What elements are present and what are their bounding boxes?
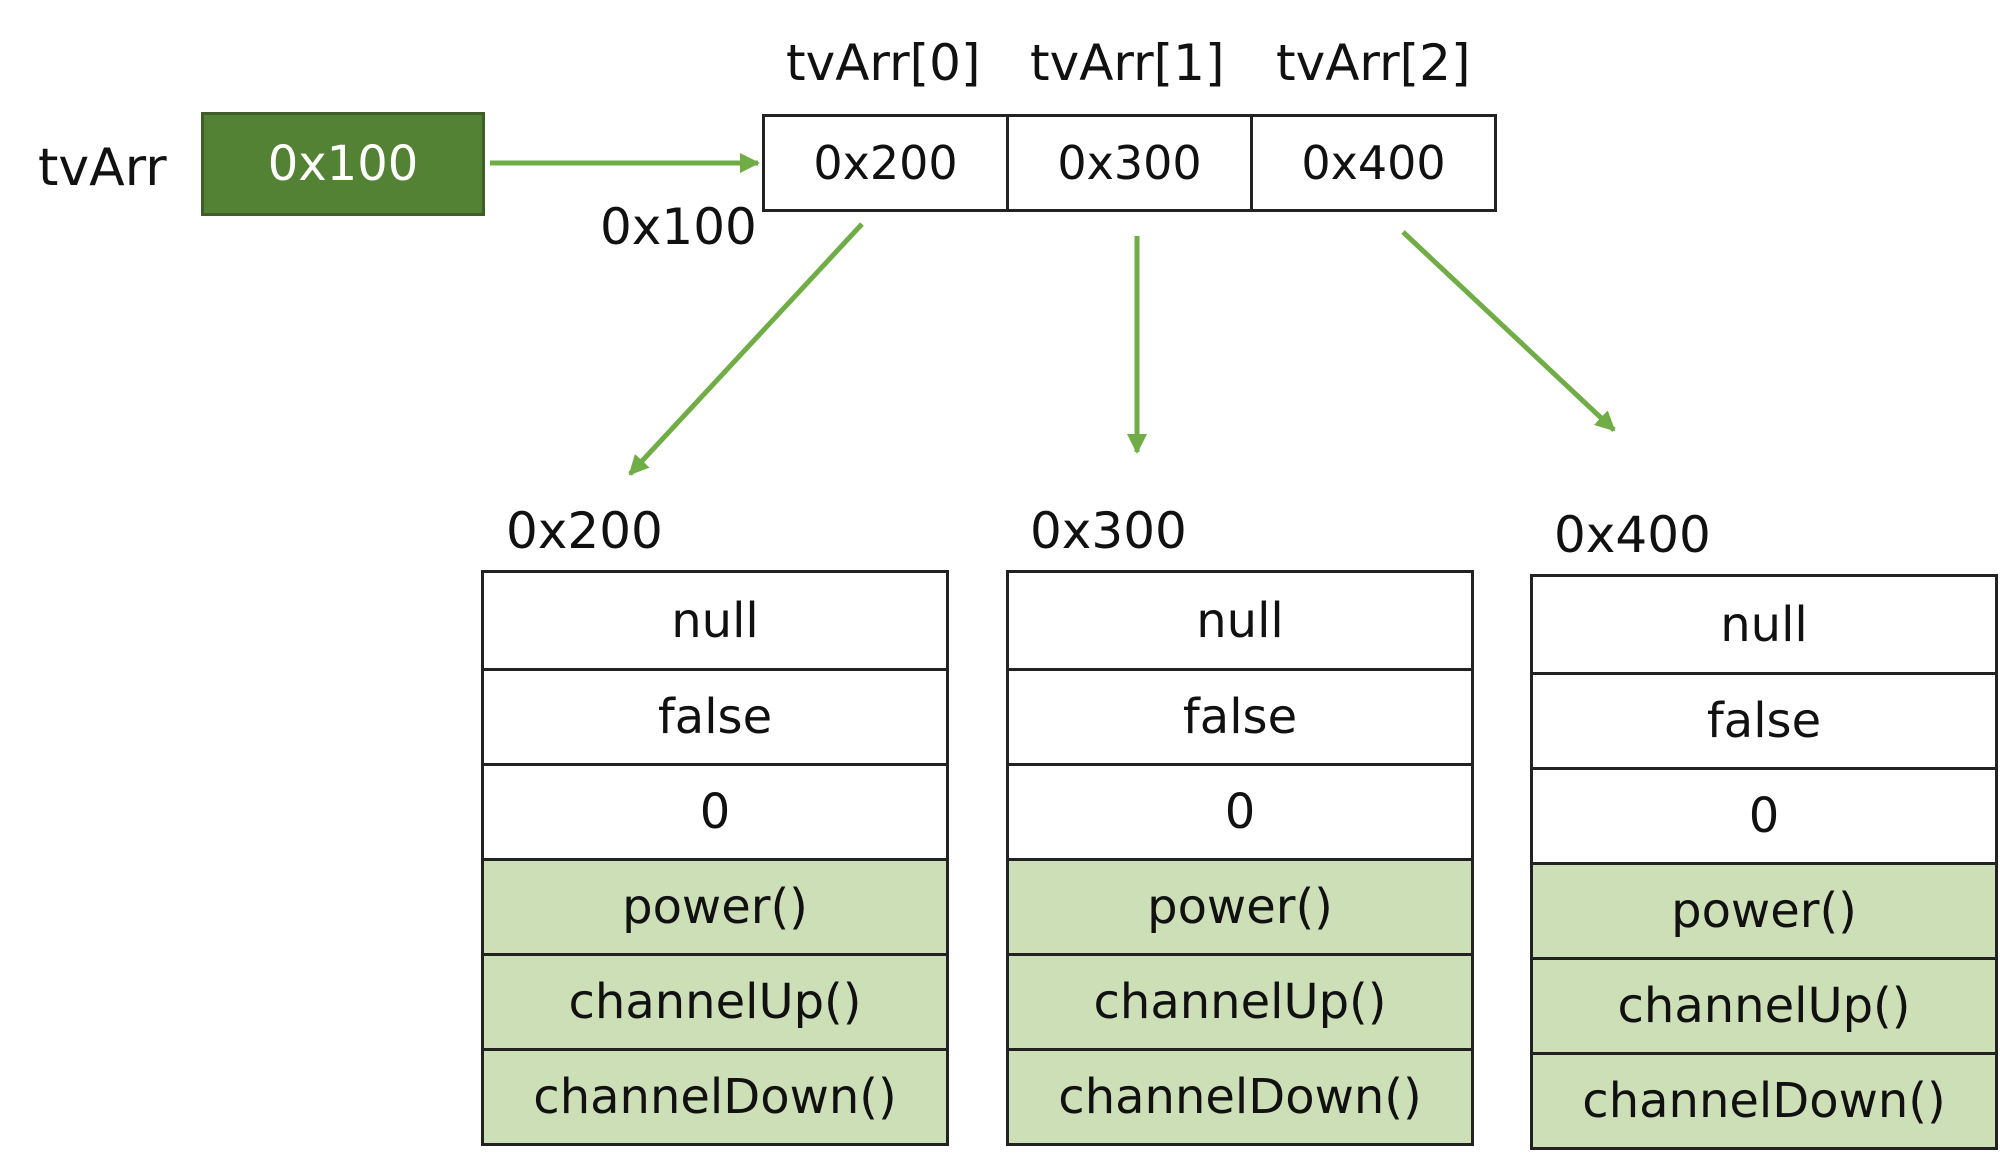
field-cell: 0 <box>484 763 946 858</box>
object-address: 0x200 <box>506 502 663 560</box>
reference-variable-box: 0x100 <box>201 112 485 216</box>
array-slot: 0x200 <box>813 136 958 190</box>
field-cell: null <box>1533 577 1995 672</box>
method-cell: channelUp() <box>1009 953 1471 1048</box>
method-cell: channelDown() <box>1533 1052 1995 1147</box>
field-cell: false <box>1533 672 1995 767</box>
reference-array: 0x200 0x300 0x400 <box>762 114 1497 212</box>
method-cell: channelDown() <box>484 1048 946 1143</box>
array-index-label: tvArr[1] <box>1030 34 1225 92</box>
variable-name: tvArr <box>38 138 167 198</box>
field-cell: false <box>1009 668 1471 763</box>
arrow-slot2-to-object <box>1401 230 1616 432</box>
reference-value: 0x100 <box>267 136 419 192</box>
field-cell: false <box>484 668 946 763</box>
array-index-label: tvArr[0] <box>786 34 981 92</box>
array-slot: 0x400 <box>1250 117 1494 209</box>
method-cell: power() <box>1009 858 1471 953</box>
method-cell: channelDown() <box>1009 1048 1471 1143</box>
tv-object: null false 0 power() channelUp() channel… <box>481 570 949 1146</box>
array-address: 0x100 <box>600 198 757 256</box>
method-cell: power() <box>484 858 946 953</box>
object-address: 0x300 <box>1030 502 1187 560</box>
method-cell: power() <box>1533 862 1995 957</box>
field-cell: null <box>1009 573 1471 668</box>
arrow-slot0-to-object <box>628 222 864 476</box>
tv-object: null false 0 power() channelUp() channel… <box>1530 574 1998 1150</box>
array-slot: 0x300 <box>1006 117 1250 209</box>
method-cell: channelUp() <box>1533 957 1995 1052</box>
object-address: 0x400 <box>1554 506 1711 564</box>
method-cell: channelUp() <box>484 953 946 1048</box>
field-cell: null <box>484 573 946 668</box>
field-cell: 0 <box>1009 763 1471 858</box>
field-cell: 0 <box>1533 767 1995 862</box>
array-index-label: tvArr[2] <box>1276 34 1471 92</box>
tv-object: null false 0 power() channelUp() channel… <box>1006 570 1474 1146</box>
